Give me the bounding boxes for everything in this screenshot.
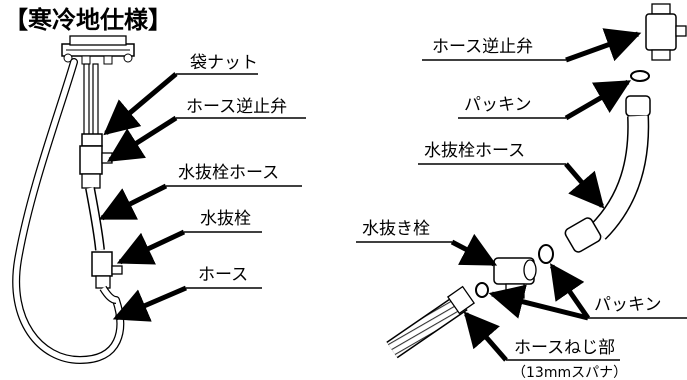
label-drain-plug-left: 水抜栓 [200,209,251,229]
packing-bottom-component [475,282,489,298]
left-assembly [12,35,135,365]
packing-top-component [630,70,650,82]
label-drain-plug-right: 水抜き栓 [362,219,430,239]
label-drain-hose-left: 水抜栓ホース [178,163,279,183]
label-packing-top: パッキン [464,95,532,115]
drain-plug-component [493,257,537,299]
drain-hose-component [564,95,651,253]
label-packing-bottom: パッキン [594,295,662,315]
label-hose-left: ホース [198,265,248,285]
corrugated-hose-component [386,285,476,359]
page-title: 【寒冷地仕様】 [4,6,172,34]
label-check-valve-right: ホース逆止弁 [432,37,533,57]
check-valve-part [79,145,103,175]
long-hose-loop [12,58,125,365]
label-check-valve-left: ホース逆止弁 [186,97,287,117]
drain-plug-part [91,251,113,277]
check-valve-component [645,3,687,61]
left-callouts: 袋ナット ホース逆止弁 水抜栓ホース 水抜栓 ホース [98,53,306,322]
cap-nut-part [81,133,103,147]
mounting-plate [61,35,135,65]
right-callouts: ホース逆止弁 パッキン 水抜栓ホース 水抜き栓 パッキン ホースねじ部 （13m… [356,28,687,380]
label-wrench-note: （13mmスパナ） [512,365,627,380]
label-hose-thread: ホースねじ部 [514,338,615,358]
right-exploded-parts [386,3,687,359]
packing-right-component [538,244,554,264]
label-drain-hose-right: 水抜栓ホース [424,141,525,161]
label-cap-nut: 袋ナット [190,53,258,73]
